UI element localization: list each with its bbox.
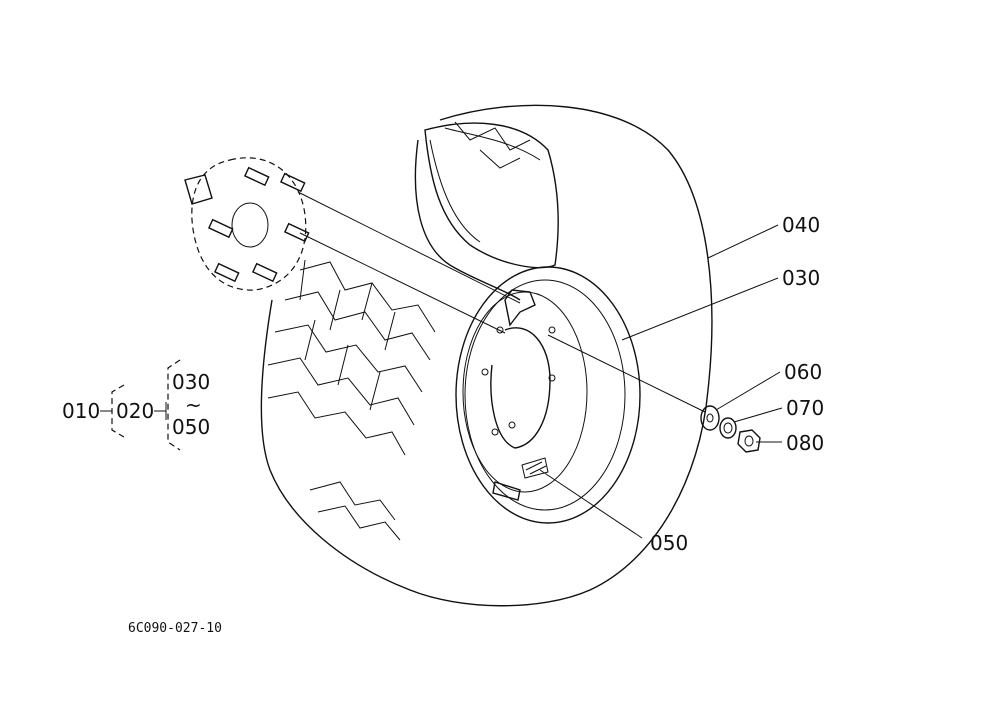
tree-range-separator: ~ bbox=[185, 393, 202, 417]
tree-range-start-030: 030 bbox=[172, 370, 210, 394]
callout-080: 080 bbox=[786, 431, 824, 455]
tire-drawing bbox=[260, 104, 713, 607]
callout-040: 040 bbox=[782, 213, 820, 237]
hub-drawing bbox=[184, 157, 310, 291]
leader-lines bbox=[539, 224, 783, 539]
stud-axis-line-lower bbox=[299, 232, 506, 334]
tree-root-010: 010 bbox=[62, 399, 100, 423]
fastener-axis-line bbox=[547, 334, 706, 413]
washer-060-drawing bbox=[700, 405, 720, 431]
lock-washer-070-drawing bbox=[719, 417, 737, 439]
tree-range-end-050: 050 bbox=[172, 415, 210, 439]
callout-030: 030 bbox=[782, 266, 820, 290]
callout-060: 060 bbox=[784, 360, 822, 384]
drawing-code: 6C090-027-10 bbox=[128, 621, 222, 636]
nut-080-drawing bbox=[737, 429, 761, 453]
rim-drawing bbox=[455, 266, 641, 524]
tree-child-020: 020 bbox=[116, 399, 154, 423]
assembly-tree: 010 020 030 ~ 050 bbox=[62, 359, 210, 451]
stud-axis-line-upper bbox=[297, 191, 521, 304]
callout-070: 070 bbox=[786, 396, 824, 420]
callout-050: 050 bbox=[650, 531, 688, 555]
